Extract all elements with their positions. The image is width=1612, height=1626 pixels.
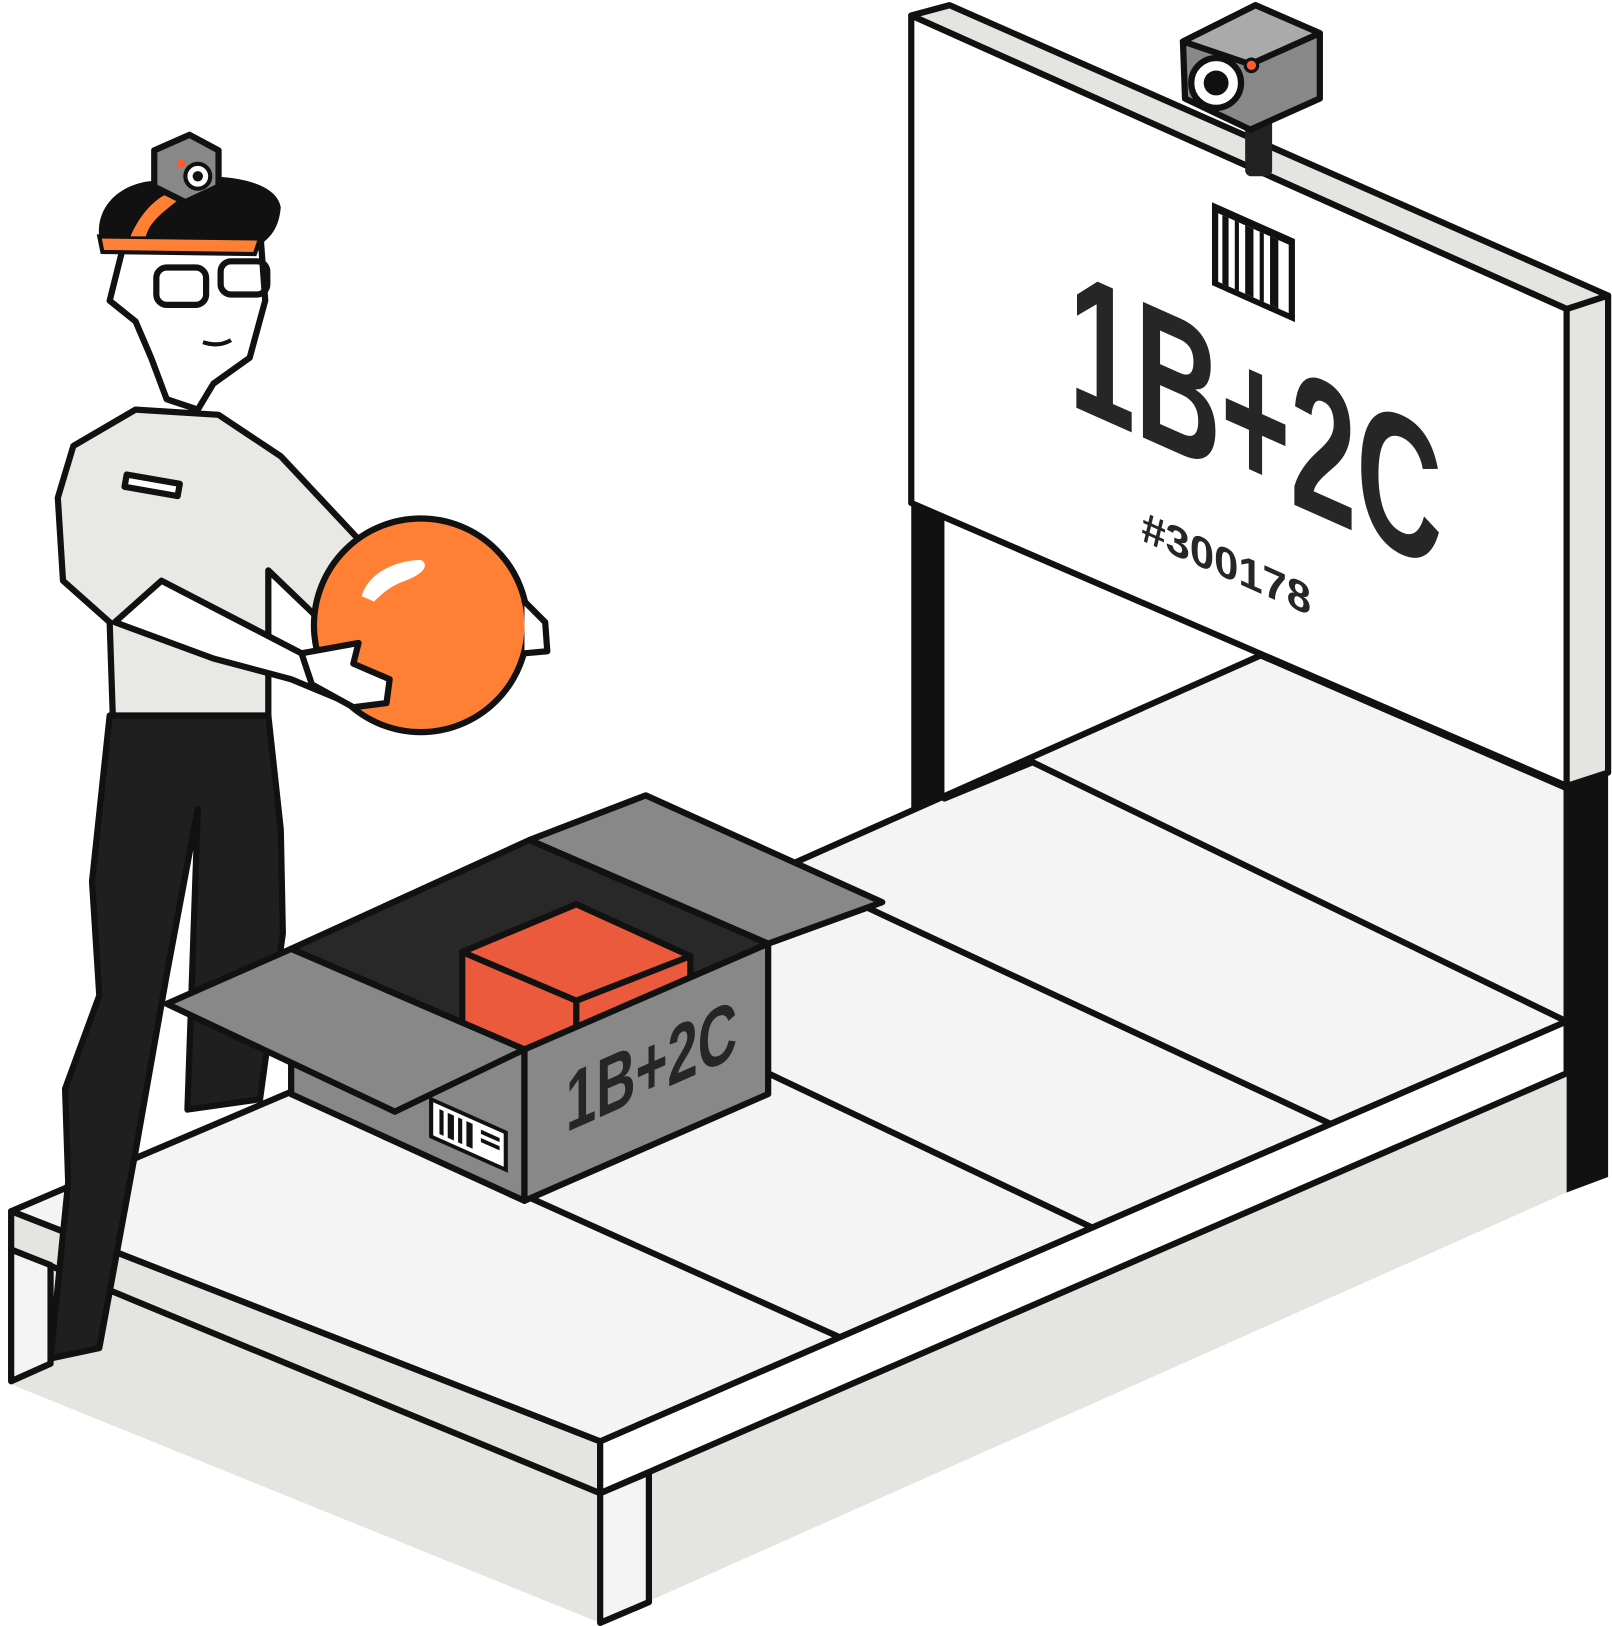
table-leg-left xyxy=(8,1246,54,1385)
head-camera-icon xyxy=(151,131,222,206)
shipping-label-icon xyxy=(429,1096,508,1173)
worker xyxy=(47,131,551,1362)
packing-table xyxy=(8,652,1570,1626)
table-leg-front xyxy=(597,1469,653,1626)
floor-shadow xyxy=(11,1073,1567,1623)
shipping-box: 1B+2C xyxy=(163,792,886,1204)
barcode-icon xyxy=(1211,202,1295,323)
left-post xyxy=(911,502,945,811)
wall-camera-icon xyxy=(1179,2,1323,177)
backboard: 1B+2C #300178 xyxy=(908,2,1612,1193)
right-post xyxy=(1566,772,1609,1193)
